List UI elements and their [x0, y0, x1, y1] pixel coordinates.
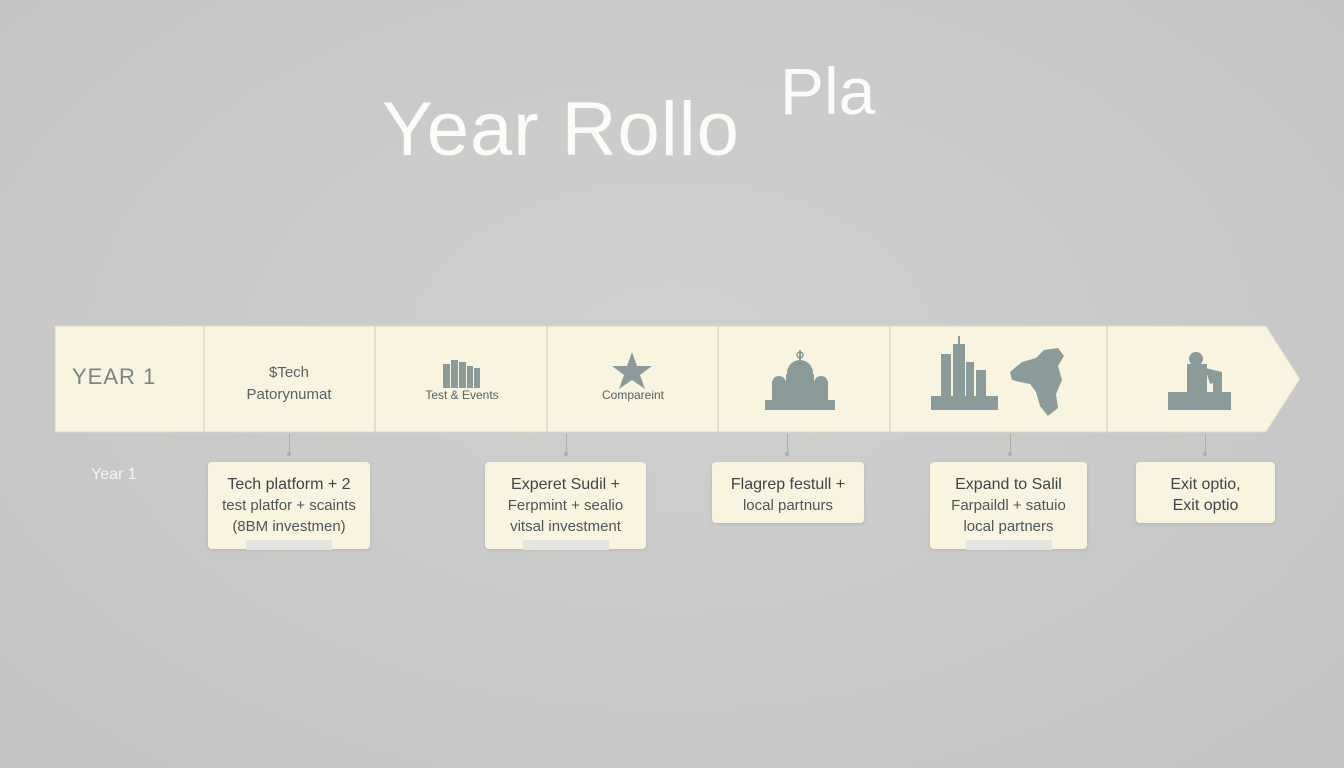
milestone-card-1: Tech platform + 2 test platfor + scaints…	[208, 462, 370, 550]
card-line: Ferpmint + sealio	[507, 497, 624, 514]
mosque-icon	[765, 350, 835, 410]
skyline-map-icon	[931, 336, 1064, 416]
year-caption: Year 1	[91, 466, 137, 483]
card-line: vitsal investment	[510, 518, 621, 535]
segment-3-label: Compareint	[601, 388, 665, 402]
card-line: Exit optio	[1172, 497, 1239, 514]
card-tab	[523, 540, 609, 550]
connector	[289, 434, 290, 454]
card-line: local partners	[963, 518, 1054, 535]
card-line: Farpaildl + satuio	[951, 497, 1066, 514]
card-line: Experet Sudil +	[511, 476, 620, 493]
star-icon	[612, 352, 652, 389]
figure-icon	[1168, 352, 1231, 410]
milestone-card-2: Experet Sudil + Ferpmint + sealio vitsal…	[485, 462, 646, 550]
connector-dot	[785, 452, 789, 456]
card-line: Flagrep festull +	[730, 476, 846, 493]
card-line: local partnurs	[742, 497, 834, 514]
page-title: Year Rollo	[382, 87, 740, 172]
connector-dot	[1203, 452, 1207, 456]
milestone-card-3: Flagrep festull + local partnurs	[712, 462, 864, 523]
segment-2-label: Test & Events	[425, 388, 499, 402]
books-icon	[443, 360, 480, 388]
card-line: (8BM investmen)	[232, 518, 346, 535]
connector	[787, 434, 788, 454]
connector	[1010, 434, 1011, 454]
card-tab	[966, 540, 1052, 550]
segment-1-line-1: $Tech	[268, 364, 310, 381]
segment-1-line-2: Patorynumat	[246, 386, 332, 403]
connector	[566, 434, 567, 454]
card-tab	[246, 540, 332, 550]
connector-dot	[1008, 452, 1012, 456]
year-label: YEAR 1	[72, 364, 157, 389]
page-title-fragment: Pla	[780, 54, 876, 128]
card-line: Exit optio,	[1170, 476, 1241, 493]
card-line: Tech platform + 2	[227, 476, 351, 493]
connector-dot	[287, 452, 291, 456]
segment-dividers	[203, 326, 1108, 432]
milestone-card-5: Exit optio, Exit optio	[1136, 462, 1275, 523]
card-line: test platfor + scaints	[222, 497, 356, 514]
card-line: Expand to Salil	[955, 476, 1062, 493]
milestone-card-4: Expand to Salil Farpaildl + satuio local…	[930, 462, 1087, 550]
connector-dot	[564, 452, 568, 456]
connector	[1205, 434, 1206, 454]
